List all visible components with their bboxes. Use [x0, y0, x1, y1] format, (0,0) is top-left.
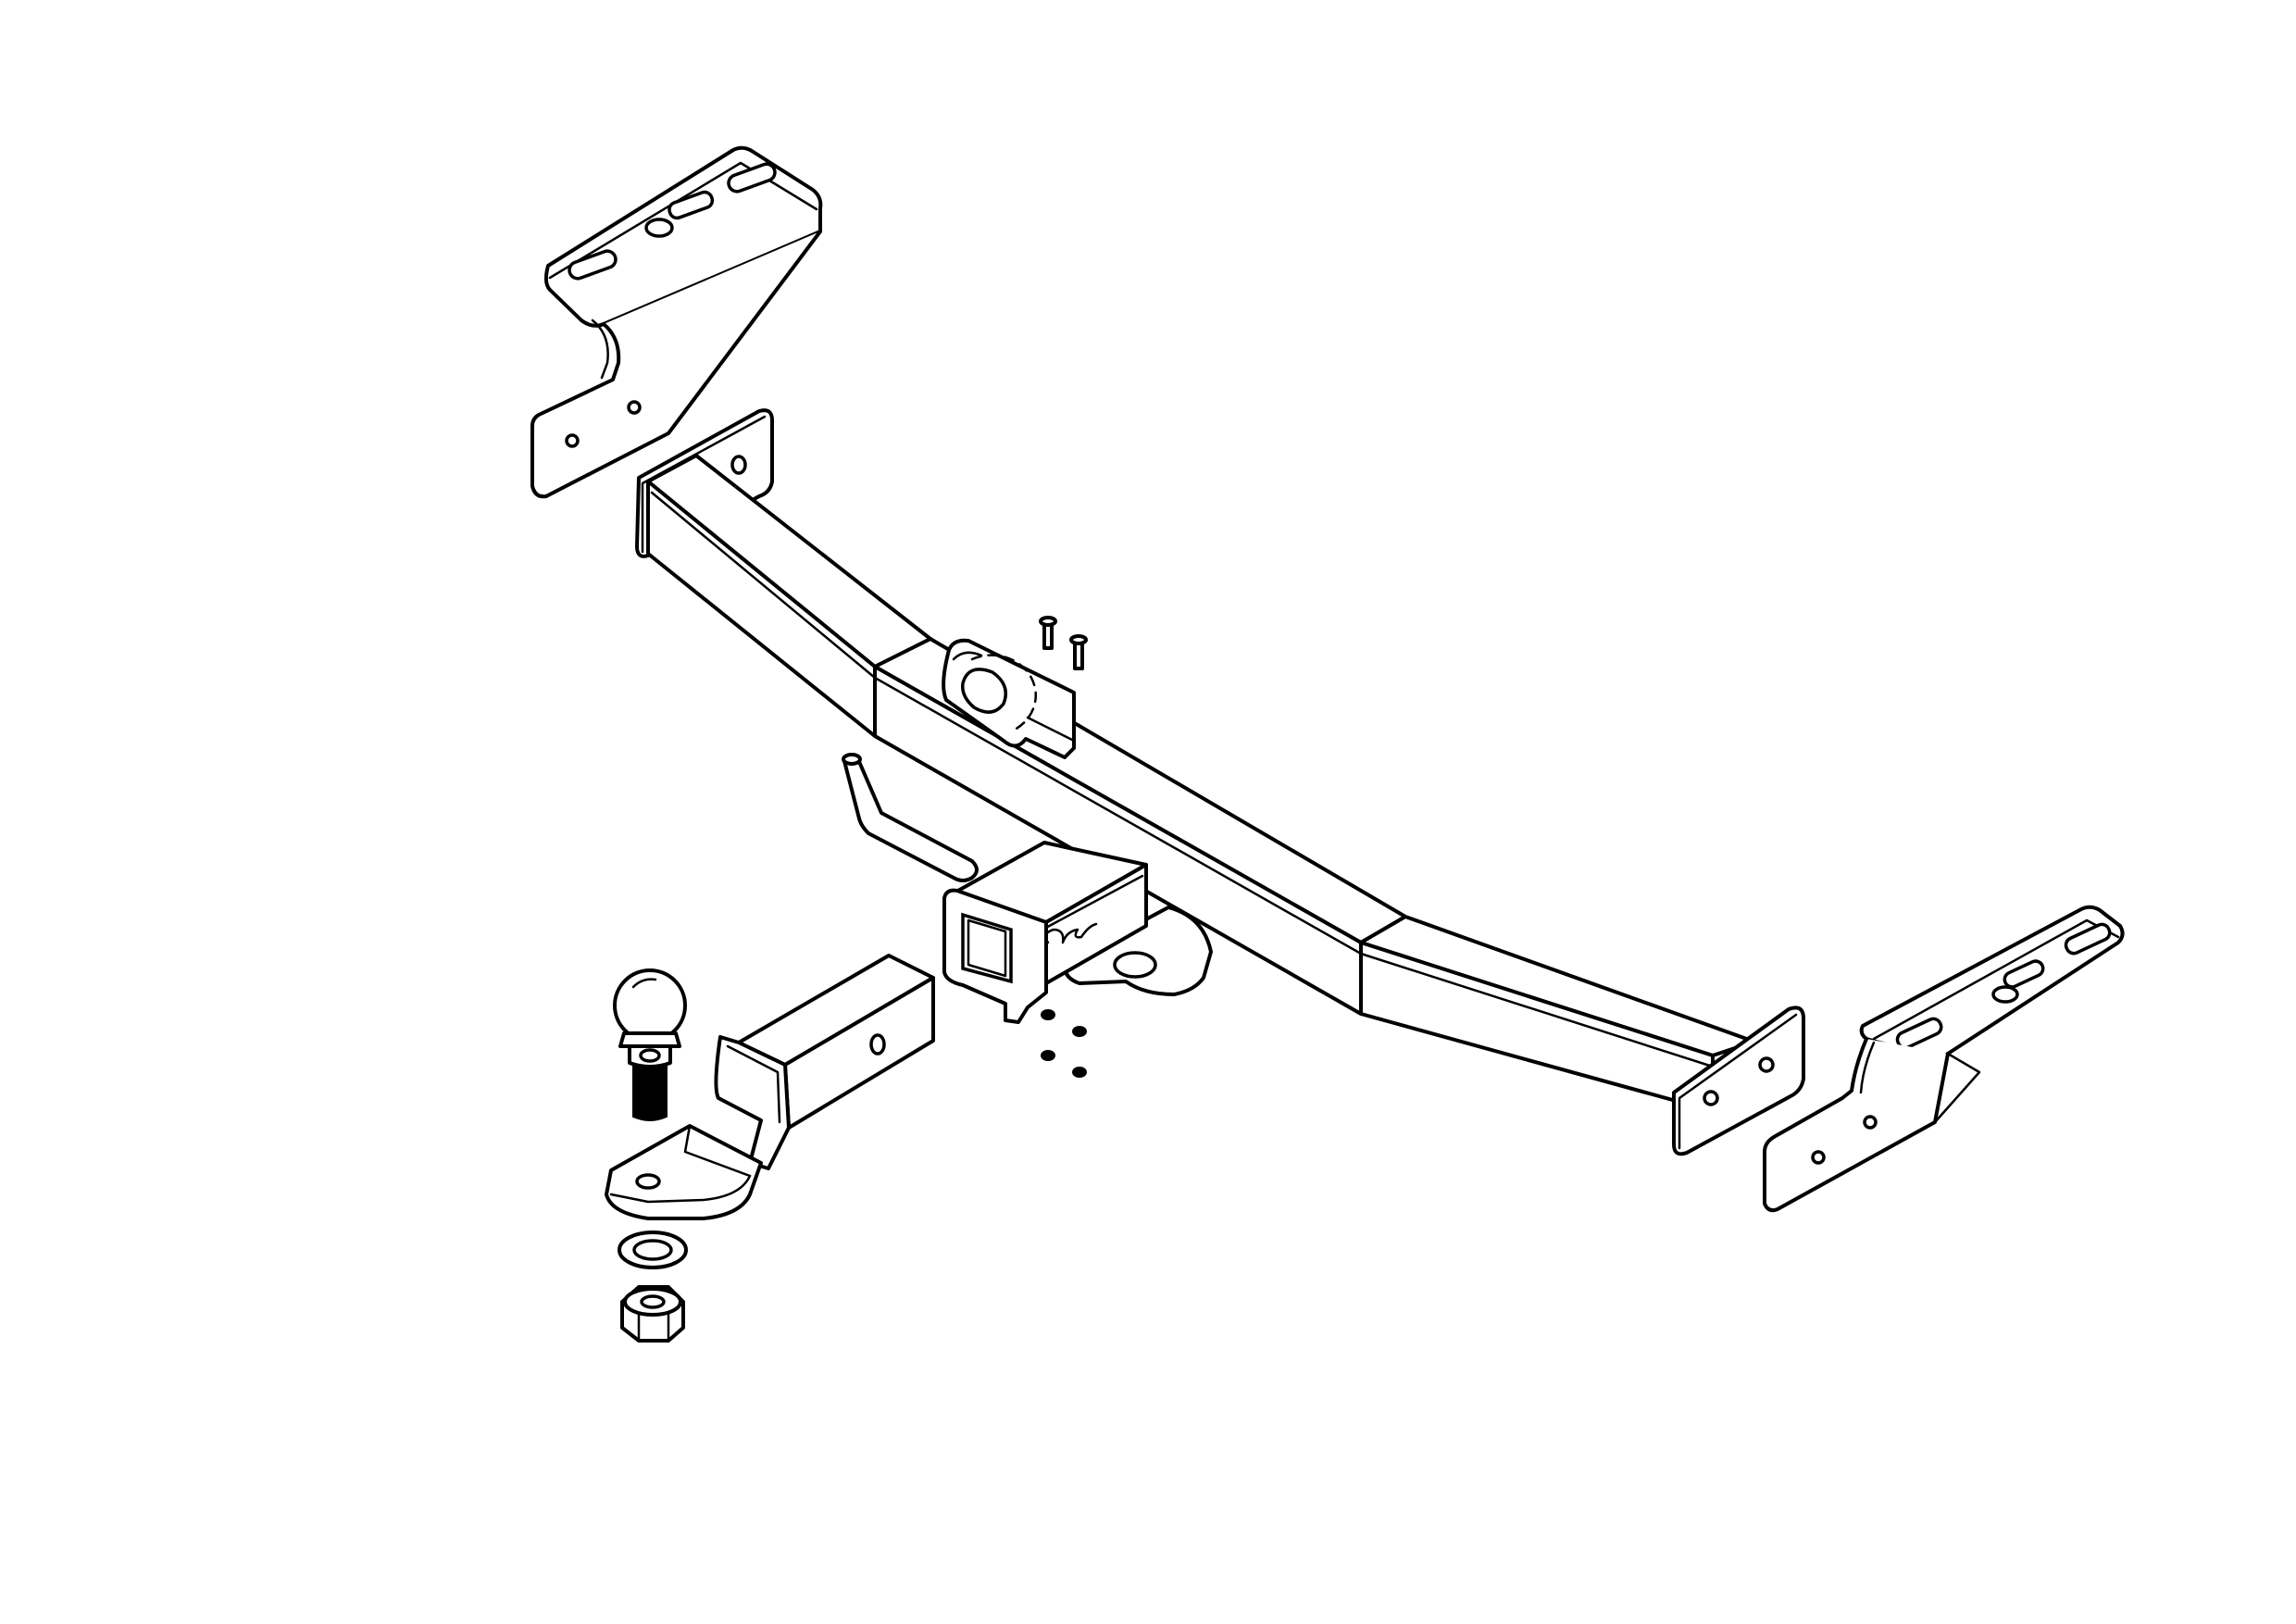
- socket-screw: [1069, 634, 1088, 670]
- main-crossbar: [635, 408, 1805, 1156]
- left-mounting-bracket: [530, 145, 823, 499]
- small-nut: [1041, 1050, 1055, 1061]
- socket-screw: [1039, 616, 1057, 650]
- hex-nut: [620, 1285, 685, 1343]
- small-nut: [1072, 1026, 1087, 1037]
- small-nut: [1072, 1067, 1087, 1078]
- electrical-socket-plate: [942, 638, 1076, 759]
- tow-ball: [613, 968, 687, 1121]
- spring-washer: [618, 1230, 688, 1269]
- retaining-pin: [842, 753, 979, 882]
- small-nut: [1041, 1009, 1055, 1020]
- drawbar-ball-mount: [605, 954, 935, 1220]
- receiver-hitch: [942, 841, 1213, 1024]
- right-mounting-bracket: [1763, 905, 2125, 1213]
